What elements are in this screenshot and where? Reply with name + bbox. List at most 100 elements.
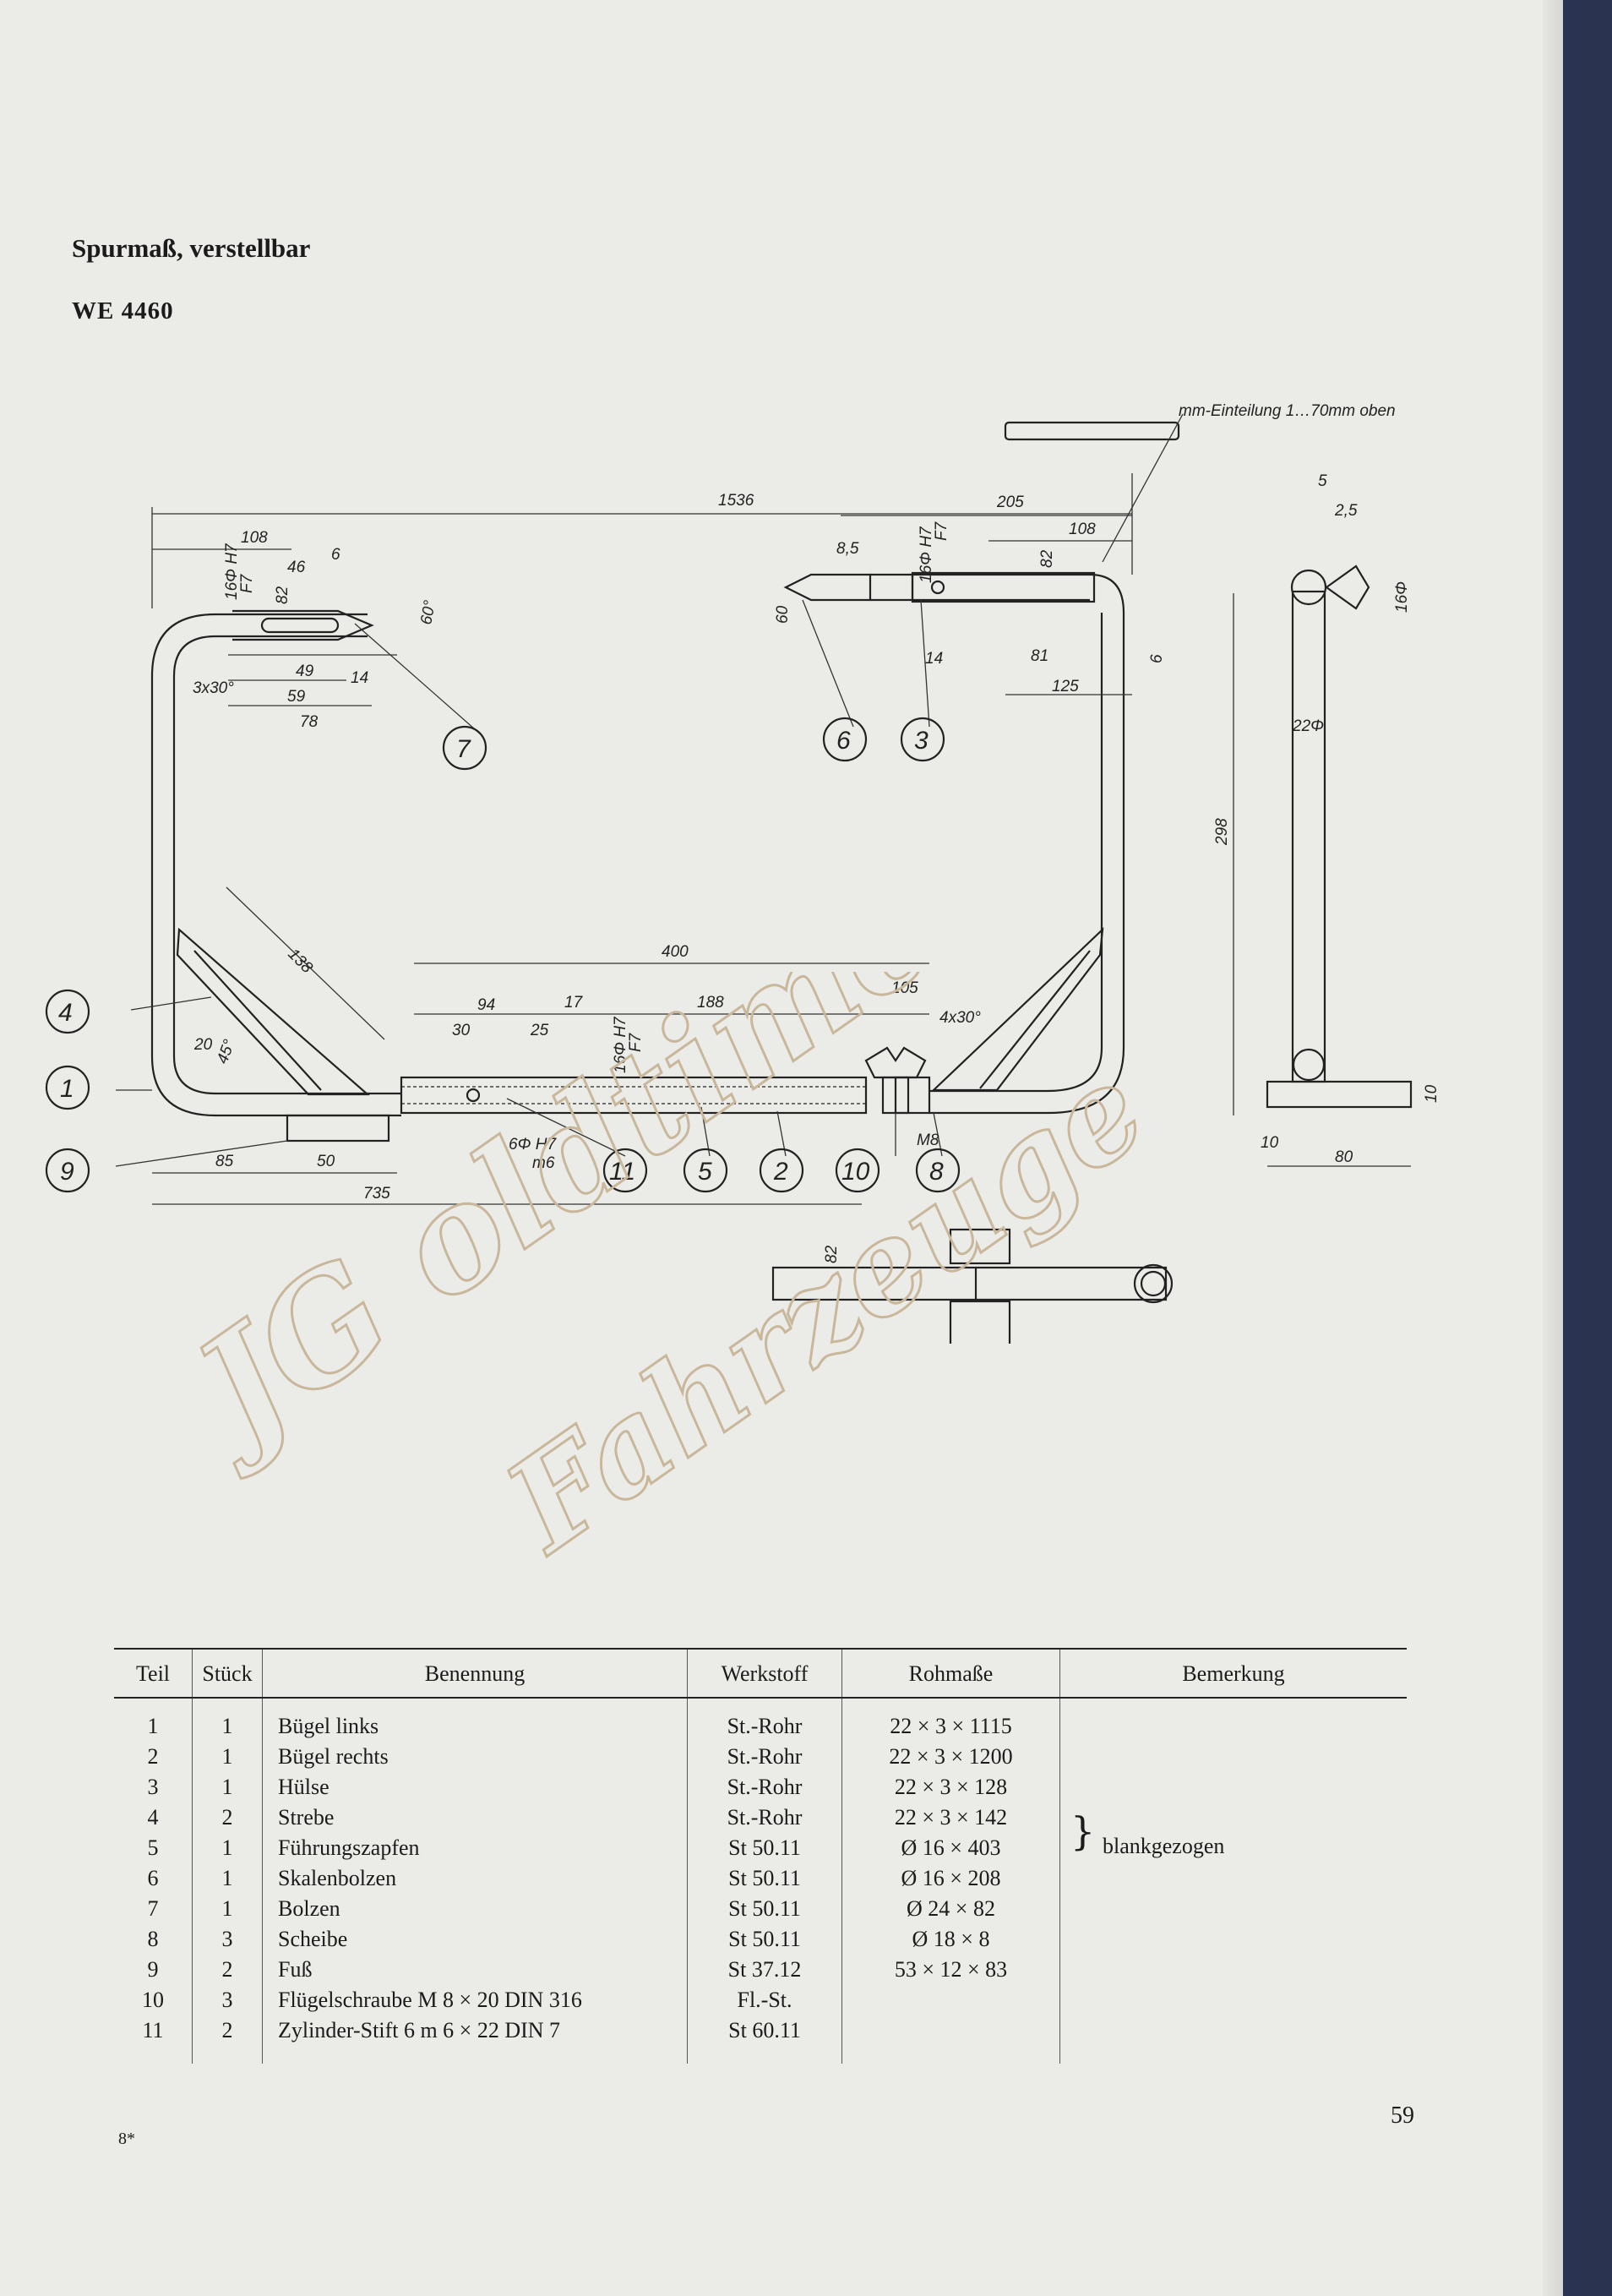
- dim-f7-left: F7: [238, 573, 256, 593]
- dim-82-right: 82: [1038, 549, 1056, 568]
- dim-4x30: 4x30°: [939, 1009, 981, 1027]
- cell-teil: 6: [147, 1866, 159, 1890]
- cell-rohmasse: Ø 24 × 82: [841, 1894, 1060, 1924]
- cell-benennung: Fuß: [262, 1955, 688, 1985]
- cell-teil: 10: [142, 1988, 164, 2012]
- dim-16-phi: 16Φ: [1393, 581, 1411, 613]
- dim-30: 30: [452, 1022, 471, 1039]
- dim-2-5: 2,5: [1334, 502, 1358, 520]
- signature-mark: 8*: [118, 2130, 135, 2148]
- dim-80: 80: [1335, 1148, 1353, 1166]
- frame-right: [929, 613, 1125, 1115]
- dim-94: 94: [477, 996, 495, 1014]
- drawing-number: WE 4460: [72, 297, 174, 324]
- cell-werkstoff: St.-Rohr: [687, 1698, 842, 1742]
- dim-16-h7-left: 16Φ H7: [223, 543, 241, 600]
- cell-werkstoff: St.-Rohr: [687, 1742, 842, 1772]
- dim-81: 81: [1031, 647, 1048, 665]
- cell-stueck: 2: [192, 1802, 263, 1833]
- scale-note: mm-Einteilung 1…70mm oben: [1179, 402, 1396, 420]
- cell-rohmasse: 53 × 12 × 83: [841, 1955, 1060, 1985]
- dim-m8: M8: [917, 1132, 939, 1149]
- dim-16-h7-guide: 16Φ H7: [612, 1016, 629, 1073]
- scale-detail: [1004, 421, 1180, 441]
- cell-stueck: 1: [192, 1833, 263, 1863]
- cell-stueck: 1: [192, 1894, 263, 1924]
- dim-205: 205: [996, 494, 1024, 511]
- cell-stueck: 3: [192, 1924, 263, 1955]
- header-benennung: Benennung: [262, 1648, 688, 1699]
- cell-teil: 1: [147, 1714, 159, 1738]
- table-row: 2 1 Bügel rechts St.-Rohr 22 × 3 × 1200: [114, 1742, 1407, 1772]
- document-page: Spurmaß, verstellbar WE 4460: [0, 0, 1563, 2296]
- cell-benennung: Bügel rechts: [262, 1742, 688, 1772]
- dim-25: 25: [530, 1022, 549, 1039]
- header-teil: Teil: [114, 1648, 193, 1699]
- table-row: 8 3 Scheibe St 50.11 Ø 18 × 8: [114, 1924, 1407, 1955]
- dim-17: 17: [564, 994, 584, 1012]
- strut-right: [931, 927, 1104, 1092]
- header-rohmasse: Rohmaße: [841, 1648, 1060, 1699]
- cell-werkstoff: St 50.11: [687, 1863, 842, 1894]
- dim-298: 298: [1213, 818, 1231, 846]
- cell-rohmasse: 22 × 3 × 1115: [841, 1698, 1060, 1742]
- dim-735: 735: [363, 1185, 390, 1203]
- cell-werkstoff: St.-Rohr: [687, 1772, 842, 1802]
- header-stueck: Stück: [192, 1648, 263, 1699]
- cell-stueck: 1: [192, 1742, 263, 1772]
- cell-teil: 8: [147, 1927, 159, 1951]
- dim-6-right: 6: [1148, 654, 1166, 663]
- dim-125: 125: [1052, 678, 1079, 695]
- table-row: 1 1 Bügel links St.-Rohr 22 × 3 × 1115 }…: [114, 1698, 1407, 2064]
- brace-glyph: }: [1070, 1808, 1096, 1854]
- dim-50: 50: [317, 1153, 335, 1170]
- detail-view: [771, 1266, 978, 1301]
- cell-werkstoff: Fl.-St.: [687, 1985, 842, 2015]
- cell-werkstoff: St.-Rohr: [687, 1802, 842, 1833]
- balloon-4: 4: [58, 999, 73, 1027]
- table-row: 7 1 Bolzen St 50.11 Ø 24 × 82: [114, 1894, 1407, 1924]
- cell-stueck: 2: [192, 2015, 263, 2064]
- parts-list-table: Teil Stück Benennung Werkstoff Rohmaße B…: [114, 1648, 1407, 2064]
- cell-rohmasse: [841, 1985, 1060, 2015]
- cell-werkstoff: St 50.11: [687, 1924, 842, 1955]
- cell-stueck: 1: [192, 1863, 263, 1894]
- dim-6-h7: 6Φ H7: [509, 1136, 557, 1153]
- dim-49: 49: [296, 663, 314, 680]
- dim-46: 46: [287, 559, 306, 576]
- cell-teil: 9: [147, 1957, 159, 1982]
- balloon-5: 5: [698, 1158, 712, 1186]
- cell-werkstoff: St 60.11: [687, 2015, 842, 2064]
- balloon-10: 10: [841, 1158, 870, 1186]
- dim-78: 78: [300, 713, 319, 731]
- dim-22-phi: 22Φ: [1292, 717, 1324, 735]
- dim-20: 20: [193, 1036, 213, 1054]
- cell-stueck: 3: [192, 1985, 263, 2015]
- cell-teil: 4: [147, 1805, 159, 1830]
- table-row: 5 1 Führungszapfen St 50.11 Ø 16 × 403: [114, 1833, 1407, 1863]
- dim-82-detail: 82: [823, 1245, 841, 1263]
- cell-bemerkung: } blankgezogen: [1059, 1698, 1407, 2064]
- table-row: 3 1 Hülse St.-Rohr 22 × 3 × 128: [114, 1772, 1407, 1802]
- balloon-2: 2: [773, 1158, 788, 1186]
- cell-stueck: 1: [192, 1772, 263, 1802]
- cell-werkstoff: St 50.11: [687, 1894, 842, 1924]
- technical-drawing: 1536 108 46 6 16Φ H7 F7 82 60° 49 14 59 …: [45, 402, 1436, 1344]
- dim-f7-right: F7: [933, 521, 950, 541]
- book-spine: [1563, 0, 1612, 2296]
- dim-188: 188: [697, 994, 724, 1012]
- dim-85: 85: [215, 1153, 234, 1170]
- dim-16-h7-right: 16Φ H7: [918, 526, 935, 583]
- cell-rohmasse: 22 × 3 × 142: [841, 1802, 1060, 1833]
- cell-teil: 11: [142, 2018, 164, 2042]
- guide-pin: [400, 1076, 868, 1115]
- dim-108-left: 108: [241, 529, 268, 547]
- dim-1536: 1536: [718, 492, 754, 510]
- balloon-7: 7: [456, 735, 471, 763]
- dim-6-left: 6: [331, 546, 340, 564]
- dim-f7-guide: F7: [627, 1032, 645, 1052]
- cell-teil: 7: [147, 1896, 159, 1921]
- cell-benennung: Bolzen: [262, 1894, 688, 1924]
- cell-teil: 2: [147, 1744, 159, 1769]
- cell-benennung: Strebe: [262, 1802, 688, 1833]
